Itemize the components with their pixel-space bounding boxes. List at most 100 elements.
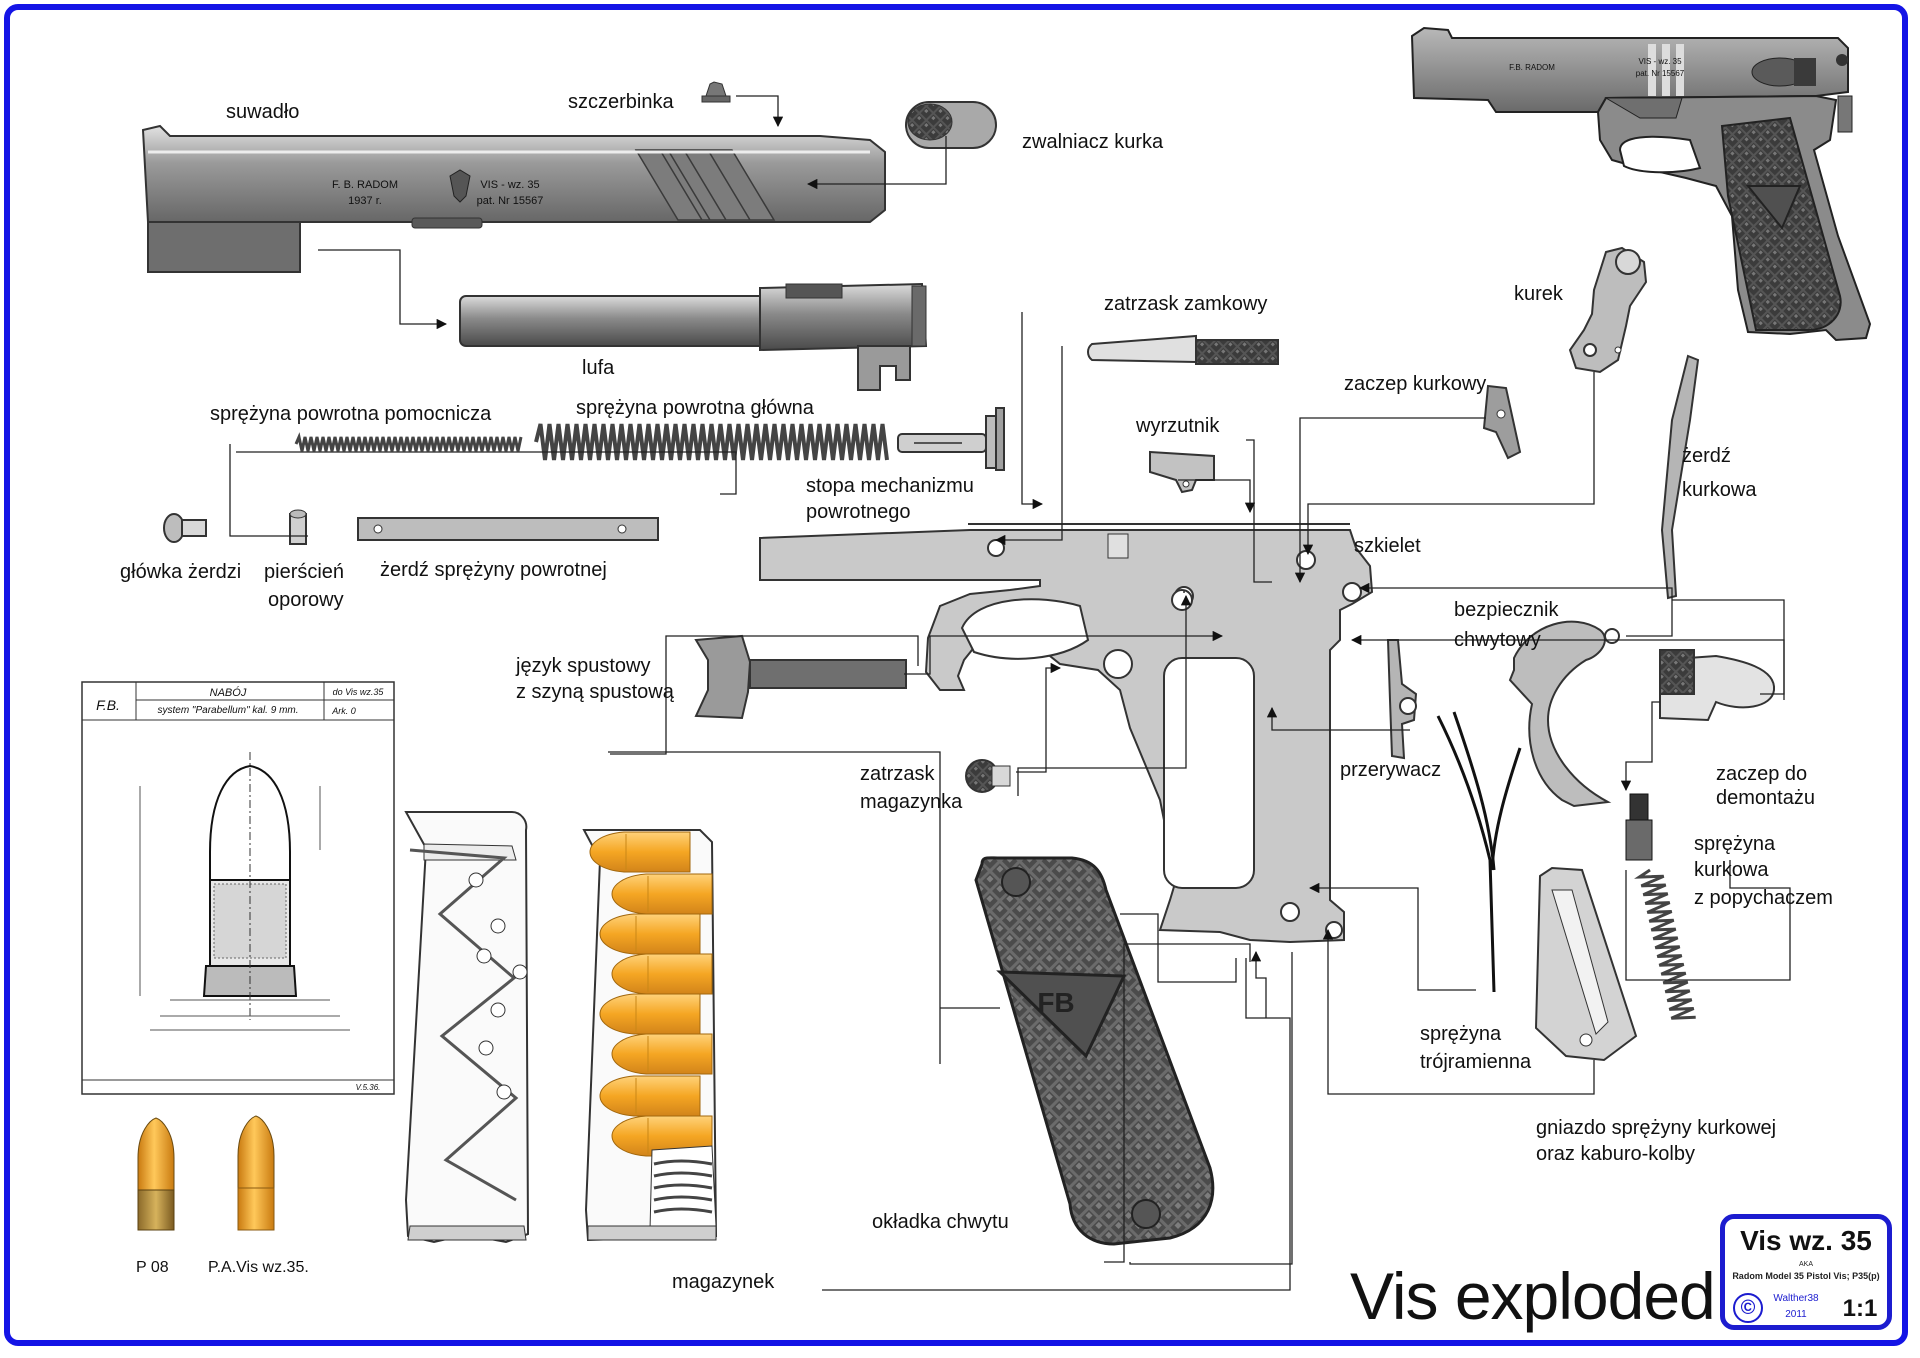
label-pavis: P.A.Vis wz.35. — [208, 1259, 309, 1276]
grip-panel-part: FB — [974, 856, 1215, 1246]
label-grip-safety-line2: chwytowy — [1454, 629, 1541, 651]
magazine-body-part — [404, 811, 530, 1244]
drawing-sheet: Ark. 0 — [331, 706, 356, 716]
label-magazine: magazynek — [672, 1271, 775, 1293]
pistol-marking-maker: F.B. RADOM — [1509, 63, 1555, 72]
label-mainspring-housing-line2: oraz kaburo-kolby — [1536, 1143, 1695, 1165]
drawing-logo: F.B. — [96, 697, 120, 713]
label-magazine-release-line2: magazynka — [860, 791, 963, 813]
recoil-spring-rod-part — [357, 517, 659, 541]
hammer-release-part — [905, 101, 997, 149]
mainspring-housing-part — [1534, 866, 1638, 1062]
magazine-cartridge — [611, 873, 713, 915]
label-sear: zaczep kurkowy — [1344, 373, 1486, 395]
assembled-pistol-image: F.B. RADOM VIS - wz. 35 pat. Nr 15567 — [1410, 26, 1872, 342]
magazine-cartridge — [611, 1115, 713, 1157]
label-recoil-spring-aux: sprężyna powrotna pomocnicza — [210, 403, 492, 425]
three-leaf-spring-part — [1436, 711, 1522, 993]
label-ejector: wyrzutnik — [1135, 415, 1220, 437]
cartridge-pavis — [237, 1115, 275, 1231]
eagle-emblem-icon — [449, 169, 471, 203]
title-badge: Vis wz. 35 AKA Radom Model 35 Pistol Vis… — [1720, 1214, 1892, 1330]
badge-aka: AKA — [1798, 1261, 1813, 1268]
hammer-part — [1568, 246, 1648, 374]
label-trigger-line1: język spustowy — [515, 655, 651, 677]
label-trigger-line2: z szyną spustową — [516, 681, 675, 703]
drawing-subtitle: system "Parabellum" kal. 9 mm. — [157, 705, 298, 716]
slide-marking-year: 1937 r. — [348, 195, 382, 207]
label-three-leaf-spring-line2: trójramienna — [1420, 1051, 1532, 1073]
recoil-spring-guide-foot-part — [897, 407, 1005, 471]
grip-logo: FB — [1037, 987, 1074, 1018]
magazine-cartridge — [611, 953, 713, 995]
label-barrel: lufa — [582, 357, 615, 379]
label-hammer: kurek — [1514, 283, 1564, 305]
leader-lines — [229, 95, 1791, 1291]
stop-ring-part — [289, 509, 307, 545]
label-hammer-strut-line1: żerdź — [1682, 445, 1731, 467]
ejector-part — [1149, 450, 1215, 494]
magazine-release-part — [965, 759, 1011, 793]
label-frame: szkielet — [1354, 535, 1421, 557]
sear-part — [1482, 384, 1522, 460]
label-slide: suwadło — [226, 101, 299, 123]
magazine-cartridges — [589, 831, 713, 1157]
badge-subtitle: Radom Model 35 Pistol Vis; P35(p) — [1732, 1271, 1880, 1281]
label-mainspring-housing-line1: gniazdo sprężyny kurkowej — [1536, 1117, 1776, 1139]
slide-marking-maker: F. B. RADOM — [332, 179, 398, 191]
page-title: Vis exploded — [1350, 1259, 1716, 1333]
slide-stop-part — [1087, 334, 1279, 365]
magazine-loaded-part — [582, 829, 718, 1242]
magazine-cartridge — [599, 913, 701, 955]
label-stop-ring-line2: oporowy — [268, 589, 344, 611]
label-guide-foot-line1: stopa mechanizmu — [806, 475, 974, 497]
label-guide-foot-line2: powrotnego — [806, 501, 911, 523]
slide-part: F. B. RADOM 1937 r. VIS - wz. 35 pat. Nr… — [141, 124, 886, 273]
rear-sight-part — [701, 81, 731, 103]
drawing-ref: do Vis wz.35 — [333, 687, 385, 697]
label-p08: P 08 — [136, 1259, 169, 1276]
magazine-cartridge — [599, 993, 701, 1035]
label-stop-ring-line1: pierścień — [264, 561, 344, 583]
drawing-title: NABÓJ — [210, 686, 247, 699]
slide-marking-model: VIS - wz. 35 — [480, 179, 539, 191]
hammer-strut-part — [1660, 354, 1700, 600]
label-grip-safety-line1: bezpiecznik — [1454, 599, 1560, 621]
label-hammer-spring-line2: kurkowa — [1694, 859, 1769, 881]
trigger-part — [694, 634, 907, 720]
label-guide-rod-head: główka żerdzi — [120, 561, 241, 583]
label-grip-panel: okładka chwytu — [872, 1211, 1009, 1233]
takedown-latch-part — [1659, 649, 1776, 722]
barrel-part — [459, 282, 928, 391]
page-border — [4, 4, 1908, 1346]
badge-title: Vis wz. 35 — [1740, 1225, 1872, 1256]
recoil-spring-main-part — [534, 423, 889, 461]
label-hammer-spring-line1: sprężyna — [1694, 833, 1776, 855]
pistol-marking-model: VIS - wz. 35 — [1638, 57, 1682, 66]
label-rear-sight: szczerbinka — [568, 91, 674, 113]
guide-rod-head-part — [163, 513, 207, 543]
magazine-cartridge — [599, 1075, 701, 1117]
magazine-cartridge — [611, 1033, 713, 1075]
drawing-date: V.5.36. — [356, 1083, 381, 1092]
label-magazine-release-line1: zatrzask — [860, 763, 935, 785]
hammer-spring-plunger-part — [1625, 793, 1653, 861]
label-disconnector: przerywacz — [1340, 759, 1441, 781]
badge-year: 2011 — [1785, 1309, 1807, 1320]
label-hammer-release: zwalniacz kurka — [1022, 131, 1164, 153]
cartridge-p08 — [137, 1117, 175, 1231]
label-three-leaf-spring-line1: sprężyna — [1420, 1023, 1502, 1045]
pistol-marking-patent: pat. Nr 15567 — [1636, 69, 1685, 78]
label-slide-stop: zatrzask zamkowy — [1104, 293, 1267, 315]
magazine-cartridge — [589, 831, 691, 873]
badge-scale: 1:1 — [1842, 1295, 1878, 1322]
label-recoil-spring-main: sprężyna powrotna główna — [576, 397, 815, 419]
label-recoil-spring-rod: żerdź sprężyny powrotnej — [380, 559, 607, 581]
label-hammer-spring-line3: z popychaczem — [1694, 887, 1833, 909]
hammer-spring-part — [1634, 868, 1696, 1020]
badge-author: Walther38 — [1773, 1293, 1819, 1304]
copyright-icon: © — [1733, 1293, 1763, 1323]
recoil-spring-aux-part — [294, 432, 523, 452]
